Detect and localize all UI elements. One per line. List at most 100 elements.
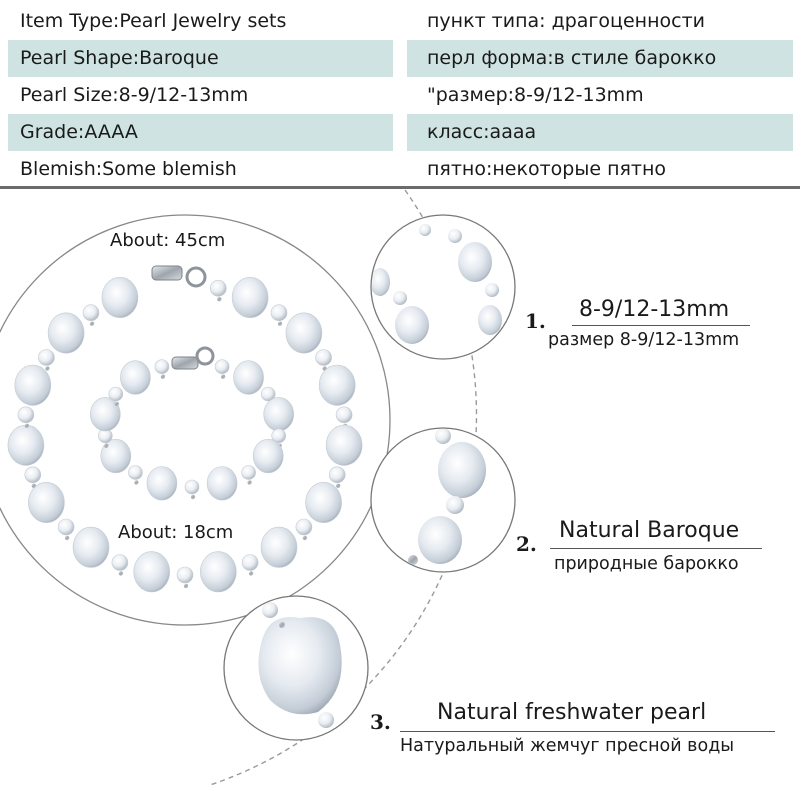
spec-label-ru: пятно:некоторые пятно [427,158,667,180]
baroque-pearl [325,424,363,466]
silver-bead [104,443,109,448]
round-pearl [335,406,353,424]
round-pearl [82,304,100,322]
silver-bead [64,535,70,541]
baroque-pearl [305,481,342,523]
baroque-pearl [100,438,132,474]
main-circle [0,214,391,626]
round-pearl [128,465,143,480]
round-pearl [210,279,227,297]
round-pearl [176,566,194,584]
round-pearl [111,554,129,571]
feature-title-3: Natural freshwater pearl [437,700,707,725]
baroque-pearl [72,526,110,568]
baroque-pearl [101,276,139,318]
baroque-pearl [263,397,295,432]
silver-bead [190,494,196,500]
silver-bead [183,583,189,589]
baroque-pearl [318,364,356,406]
spec-label-ru: класс:аааа [407,114,793,151]
feature-rule-3 [400,731,775,732]
silver-bead [31,483,36,488]
baroque-pearl [252,438,284,474]
round-pearl [214,359,230,375]
table-divider [0,186,800,189]
baroque-pearl [231,276,269,318]
zoom-pearls-3 [258,602,342,728]
feature-number-3: 3. [370,710,391,734]
bracelet [90,359,295,501]
feature-rule-1 [572,325,750,326]
baroque-pearl [260,526,298,568]
spec-row-grade: Grade:AAAA класс:аааа [0,114,800,151]
round-pearl [154,359,170,375]
round-pearl [57,518,75,536]
round-pearl [270,304,288,322]
round-pearl [271,428,287,444]
baroque-pearl [200,551,237,593]
silver-bead [336,483,341,488]
round-pearl [184,479,200,495]
silver-bead [217,297,222,302]
round-pearl [241,554,259,571]
round-pearl [38,349,55,366]
silver-bead [160,374,166,379]
round-pearl [295,518,313,536]
feature-title-1: 8-9/12-13mm [579,297,730,322]
necklace [7,276,363,593]
spec-row-pearl-size: Pearl Size:8-9/12-13mm "размер:8-9/12-13… [0,77,800,114]
silver-bead [220,374,226,379]
feature-rule-2 [550,548,762,549]
baroque-pearl [146,466,178,501]
silver-bead [118,571,124,576]
baroque-pearl [7,424,45,466]
spec-label-en: Pearl Shape:Baroque [8,40,393,77]
bracelet-clasp [171,346,215,370]
round-pearl [315,349,332,366]
round-pearl [24,466,42,484]
baroque-pearl [47,312,85,354]
silver-bead [45,366,50,371]
spec-label-ru: "размер:8-9/12-13mm [427,84,644,106]
round-pearl [17,406,35,424]
spec-row-pearl-shape: Pearl Shape:Baroque перл форма:в стиле б… [0,40,800,77]
round-pearl [241,465,256,480]
necklace-length-label: About: 45cm [110,230,226,251]
feature-subtitle-1: размер 8-9/12-13mm [548,330,740,350]
spec-label-en: Blemish:Some blemish [20,158,237,180]
silver-bead [248,571,254,576]
feature-number-2: 2. [516,532,537,556]
silver-bead [302,535,308,541]
baroque-pearl [120,360,151,395]
spec-label-en: Item Type:Pearl Jewelry sets [20,10,287,32]
zoom-pearls-1 [372,224,502,344]
silver-bead [277,321,283,326]
spec-table: Item Type:Pearl Jewelry sets пункт типа:… [0,0,800,186]
silver-bead [134,480,139,485]
zoom-pearls-2 [408,429,486,565]
baroque-pearl [285,312,323,354]
spec-label-en: Grade:AAAA [8,114,393,151]
silver-bead [114,401,120,407]
round-pearl [328,466,346,484]
necklace-clasp [151,265,207,288]
feature-number-1: 1. [525,309,546,333]
baroque-pearl [206,466,238,501]
feature-subtitle-3: Натуральный жемчуг пресной воды [400,736,735,756]
spec-label-ru: пункт типа: драгоценности [427,10,705,32]
feature-title-2: Natural Baroque [559,518,740,543]
bracelet-length-label: About: 18cm [118,522,234,543]
baroque-pearl [28,481,65,523]
round-pearl [108,386,124,402]
silver-bead [89,321,95,326]
spec-label-en: Pearl Size:8-9/12-13mm [20,84,249,106]
silver-bead [247,480,252,485]
spec-row-blemish: Blemish:Some blemish пятно:некоторые пят… [0,151,800,188]
baroque-pearl [233,360,264,395]
round-pearl [260,386,276,402]
baroque-pearl [133,551,170,593]
baroque-pearl [90,397,121,432]
spec-row-item-type: Item Type:Pearl Jewelry sets пункт типа:… [0,3,800,40]
feature-subtitle-2: природные барокко [554,554,739,574]
